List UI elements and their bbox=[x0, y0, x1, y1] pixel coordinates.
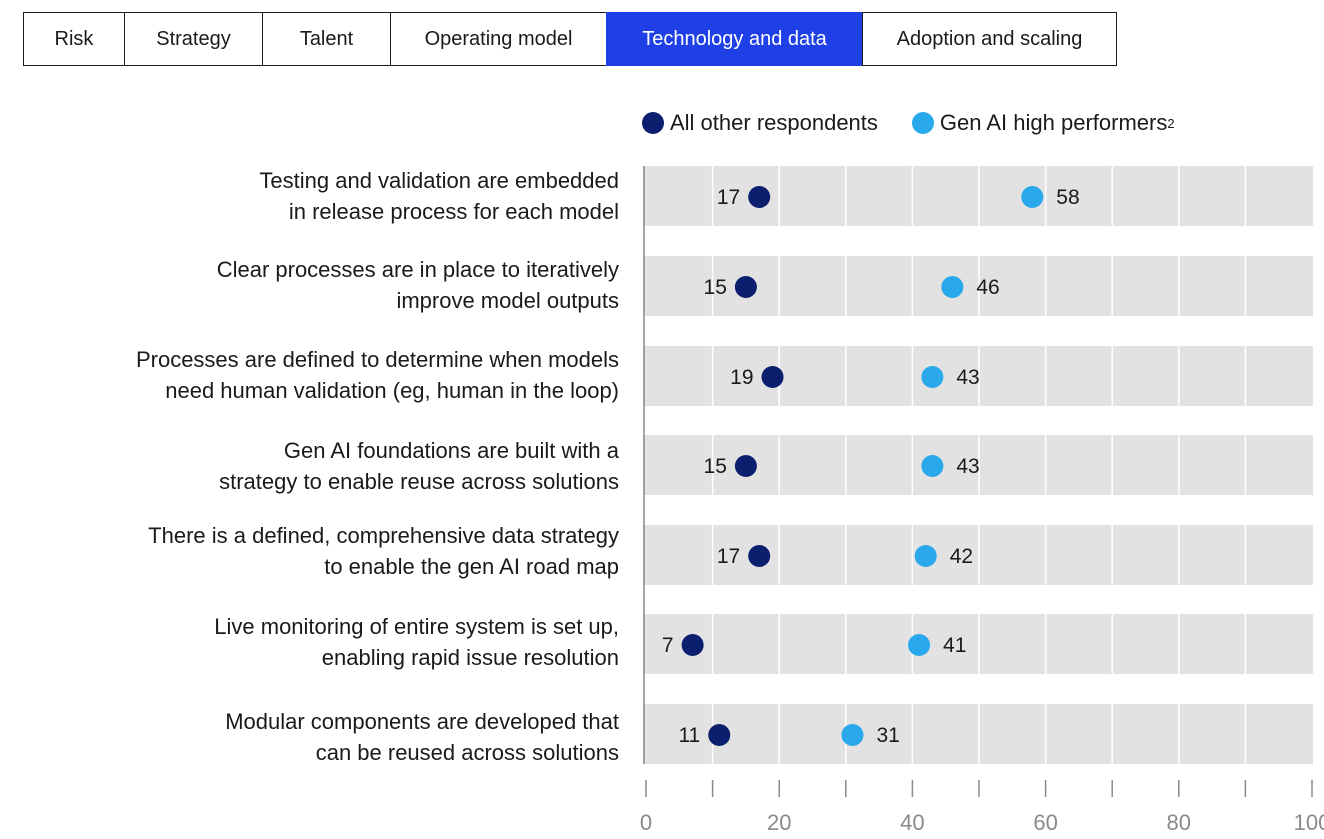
value-all-other-5: 17 bbox=[717, 545, 740, 568]
row-band-6 bbox=[643, 614, 1313, 674]
x-tick-label-60: 60 bbox=[1033, 810, 1057, 835]
row-label-5: There is a defined, comprehensive data s… bbox=[148, 523, 619, 579]
legend-dot-all-other-icon bbox=[642, 112, 664, 134]
x-tick-label-40: 40 bbox=[900, 810, 924, 835]
row-band-1 bbox=[643, 166, 1313, 226]
value-all-other-6: 7 bbox=[662, 634, 674, 657]
tab-operating-model[interactable]: Operating model bbox=[390, 12, 607, 66]
x-tick-label-80: 80 bbox=[1167, 810, 1191, 835]
dot-high-performers-5 bbox=[914, 545, 937, 567]
dot-high-performers-3 bbox=[921, 366, 944, 388]
row-label-2: Clear processes are in place to iterativ… bbox=[216, 257, 619, 313]
dot-all-other-1 bbox=[748, 186, 771, 208]
tab-strategy[interactable]: Strategy bbox=[124, 12, 263, 66]
value-high-performers-4: 43 bbox=[956, 455, 979, 478]
value-high-performers-6: 41 bbox=[943, 634, 966, 657]
legend-footnote-marker: 2 bbox=[1167, 115, 1175, 131]
row-band-7 bbox=[643, 704, 1313, 764]
dot-high-performers-2 bbox=[941, 276, 964, 298]
value-high-performers-3: 43 bbox=[956, 366, 979, 389]
x-tick-label-0: 0 bbox=[640, 810, 652, 835]
tab-technology-and-data[interactable]: Technology and data bbox=[606, 12, 863, 66]
row-label-6: Live monitoring of entire system is set … bbox=[214, 614, 619, 670]
row-band-3 bbox=[643, 346, 1313, 406]
value-high-performers-7: 31 bbox=[876, 724, 899, 747]
category-tabs: Risk Strategy Talent Operating model Tec… bbox=[23, 12, 1117, 66]
dot-high-performers-7 bbox=[841, 724, 864, 746]
tab-risk[interactable]: Risk bbox=[23, 12, 125, 66]
row-label-4: Gen AI foundations are built with a stra… bbox=[219, 438, 619, 494]
row-band-5 bbox=[643, 525, 1313, 585]
dot-high-performers-4 bbox=[921, 455, 944, 477]
row-label-3: Processes are defined to determine when … bbox=[135, 347, 619, 403]
dot-all-other-5 bbox=[748, 545, 771, 567]
tab-talent[interactable]: Talent bbox=[262, 12, 391, 66]
legend-label-all-other: All other respondents bbox=[670, 110, 878, 135]
x-tick-label-20: 20 bbox=[767, 810, 791, 835]
legend-label-high-performers: Gen AI high performers bbox=[939, 110, 1168, 135]
chart-legend: All other respondents Gen AI high perfor… bbox=[642, 110, 1209, 136]
value-high-performers-2: 46 bbox=[976, 276, 999, 299]
dot-high-performers-1 bbox=[1021, 186, 1044, 208]
value-all-other-3: 19 bbox=[730, 366, 753, 389]
dot-all-other-3 bbox=[761, 366, 784, 388]
value-high-performers-1: 58 bbox=[1056, 186, 1079, 209]
value-all-other-1: 17 bbox=[717, 186, 740, 209]
dot-all-other-4 bbox=[734, 455, 757, 477]
legend-dot-high-performers-icon bbox=[911, 112, 934, 134]
x-tick-label-100: 100 bbox=[1294, 810, 1324, 835]
dot-all-other-7 bbox=[708, 724, 731, 746]
value-all-other-7: 11 bbox=[678, 724, 700, 747]
value-all-other-4: 15 bbox=[704, 455, 727, 478]
dot-all-other-6 bbox=[681, 634, 704, 656]
value-high-performers-5: 42 bbox=[950, 545, 973, 568]
row-label-7: Modular components are developed that ca… bbox=[225, 709, 619, 765]
dot-high-performers-6 bbox=[908, 634, 931, 656]
legend-item-all-other: All other respondents bbox=[642, 110, 878, 136]
value-all-other-2: 15 bbox=[704, 276, 727, 299]
tab-adoption-and-scaling[interactable]: Adoption and scaling bbox=[862, 12, 1117, 66]
row-label-1: Testing and validation are embedded in r… bbox=[259, 168, 619, 224]
dot-all-other-2 bbox=[734, 276, 757, 298]
